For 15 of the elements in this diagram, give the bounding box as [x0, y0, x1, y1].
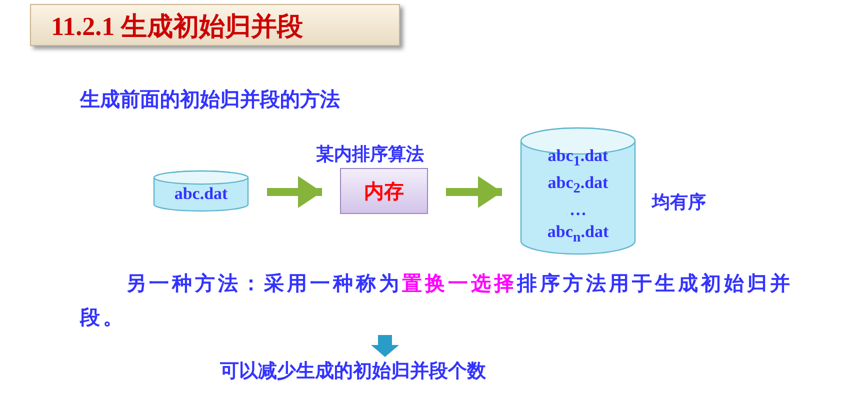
- paragraph-text: 另一种方法：采用一种称为置换一选择排序方法用于生成初始归并段。: [80, 266, 800, 334]
- file-name: …: [570, 199, 586, 222]
- file-name: abc$_{2}$.dat: [548, 172, 608, 198]
- heading-text: 生成前面的初始归并段的方法: [80, 86, 340, 113]
- arrow: [371, 335, 399, 357]
- result-text: 可以减少生成的初始归并段个数: [220, 358, 486, 386]
- memory-box: 内存: [340, 168, 428, 214]
- file-name: abc.dat: [174, 183, 228, 206]
- side-caption: 均有序: [652, 191, 706, 214]
- side-caption: 某内排序算法: [316, 143, 424, 166]
- arrow: [446, 176, 502, 208]
- file-name: abc$_{1}$.dat: [548, 144, 608, 171]
- file-name: abc$_{n}$.dat: [547, 221, 609, 248]
- slide-title: 11.2.1 生成初始归并段: [51, 11, 304, 43]
- arrow: [267, 176, 322, 208]
